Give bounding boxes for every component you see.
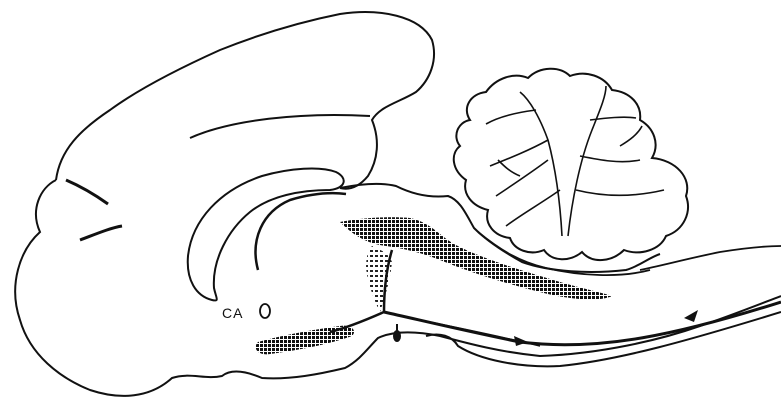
pathway-arrow-1 bbox=[514, 336, 528, 346]
brain-outline bbox=[15, 180, 781, 396]
shaded-projection-column bbox=[366, 246, 392, 312]
cortex-outline bbox=[56, 12, 434, 189]
fornix bbox=[256, 193, 346, 270]
brainstem-line bbox=[640, 246, 781, 270]
cerebellum-folia bbox=[486, 86, 664, 236]
orbital-notch bbox=[80, 226, 122, 240]
ca-label: CA bbox=[222, 305, 243, 321]
anterior-commissure-marker bbox=[260, 304, 270, 318]
frontal-notch bbox=[66, 180, 108, 204]
cortical-sulcus bbox=[190, 115, 370, 138]
pathway-arrow-2 bbox=[684, 310, 698, 322]
pons-contour bbox=[426, 312, 781, 366]
corpus-callosum bbox=[188, 169, 344, 301]
cerebellum-outline bbox=[454, 69, 688, 260]
